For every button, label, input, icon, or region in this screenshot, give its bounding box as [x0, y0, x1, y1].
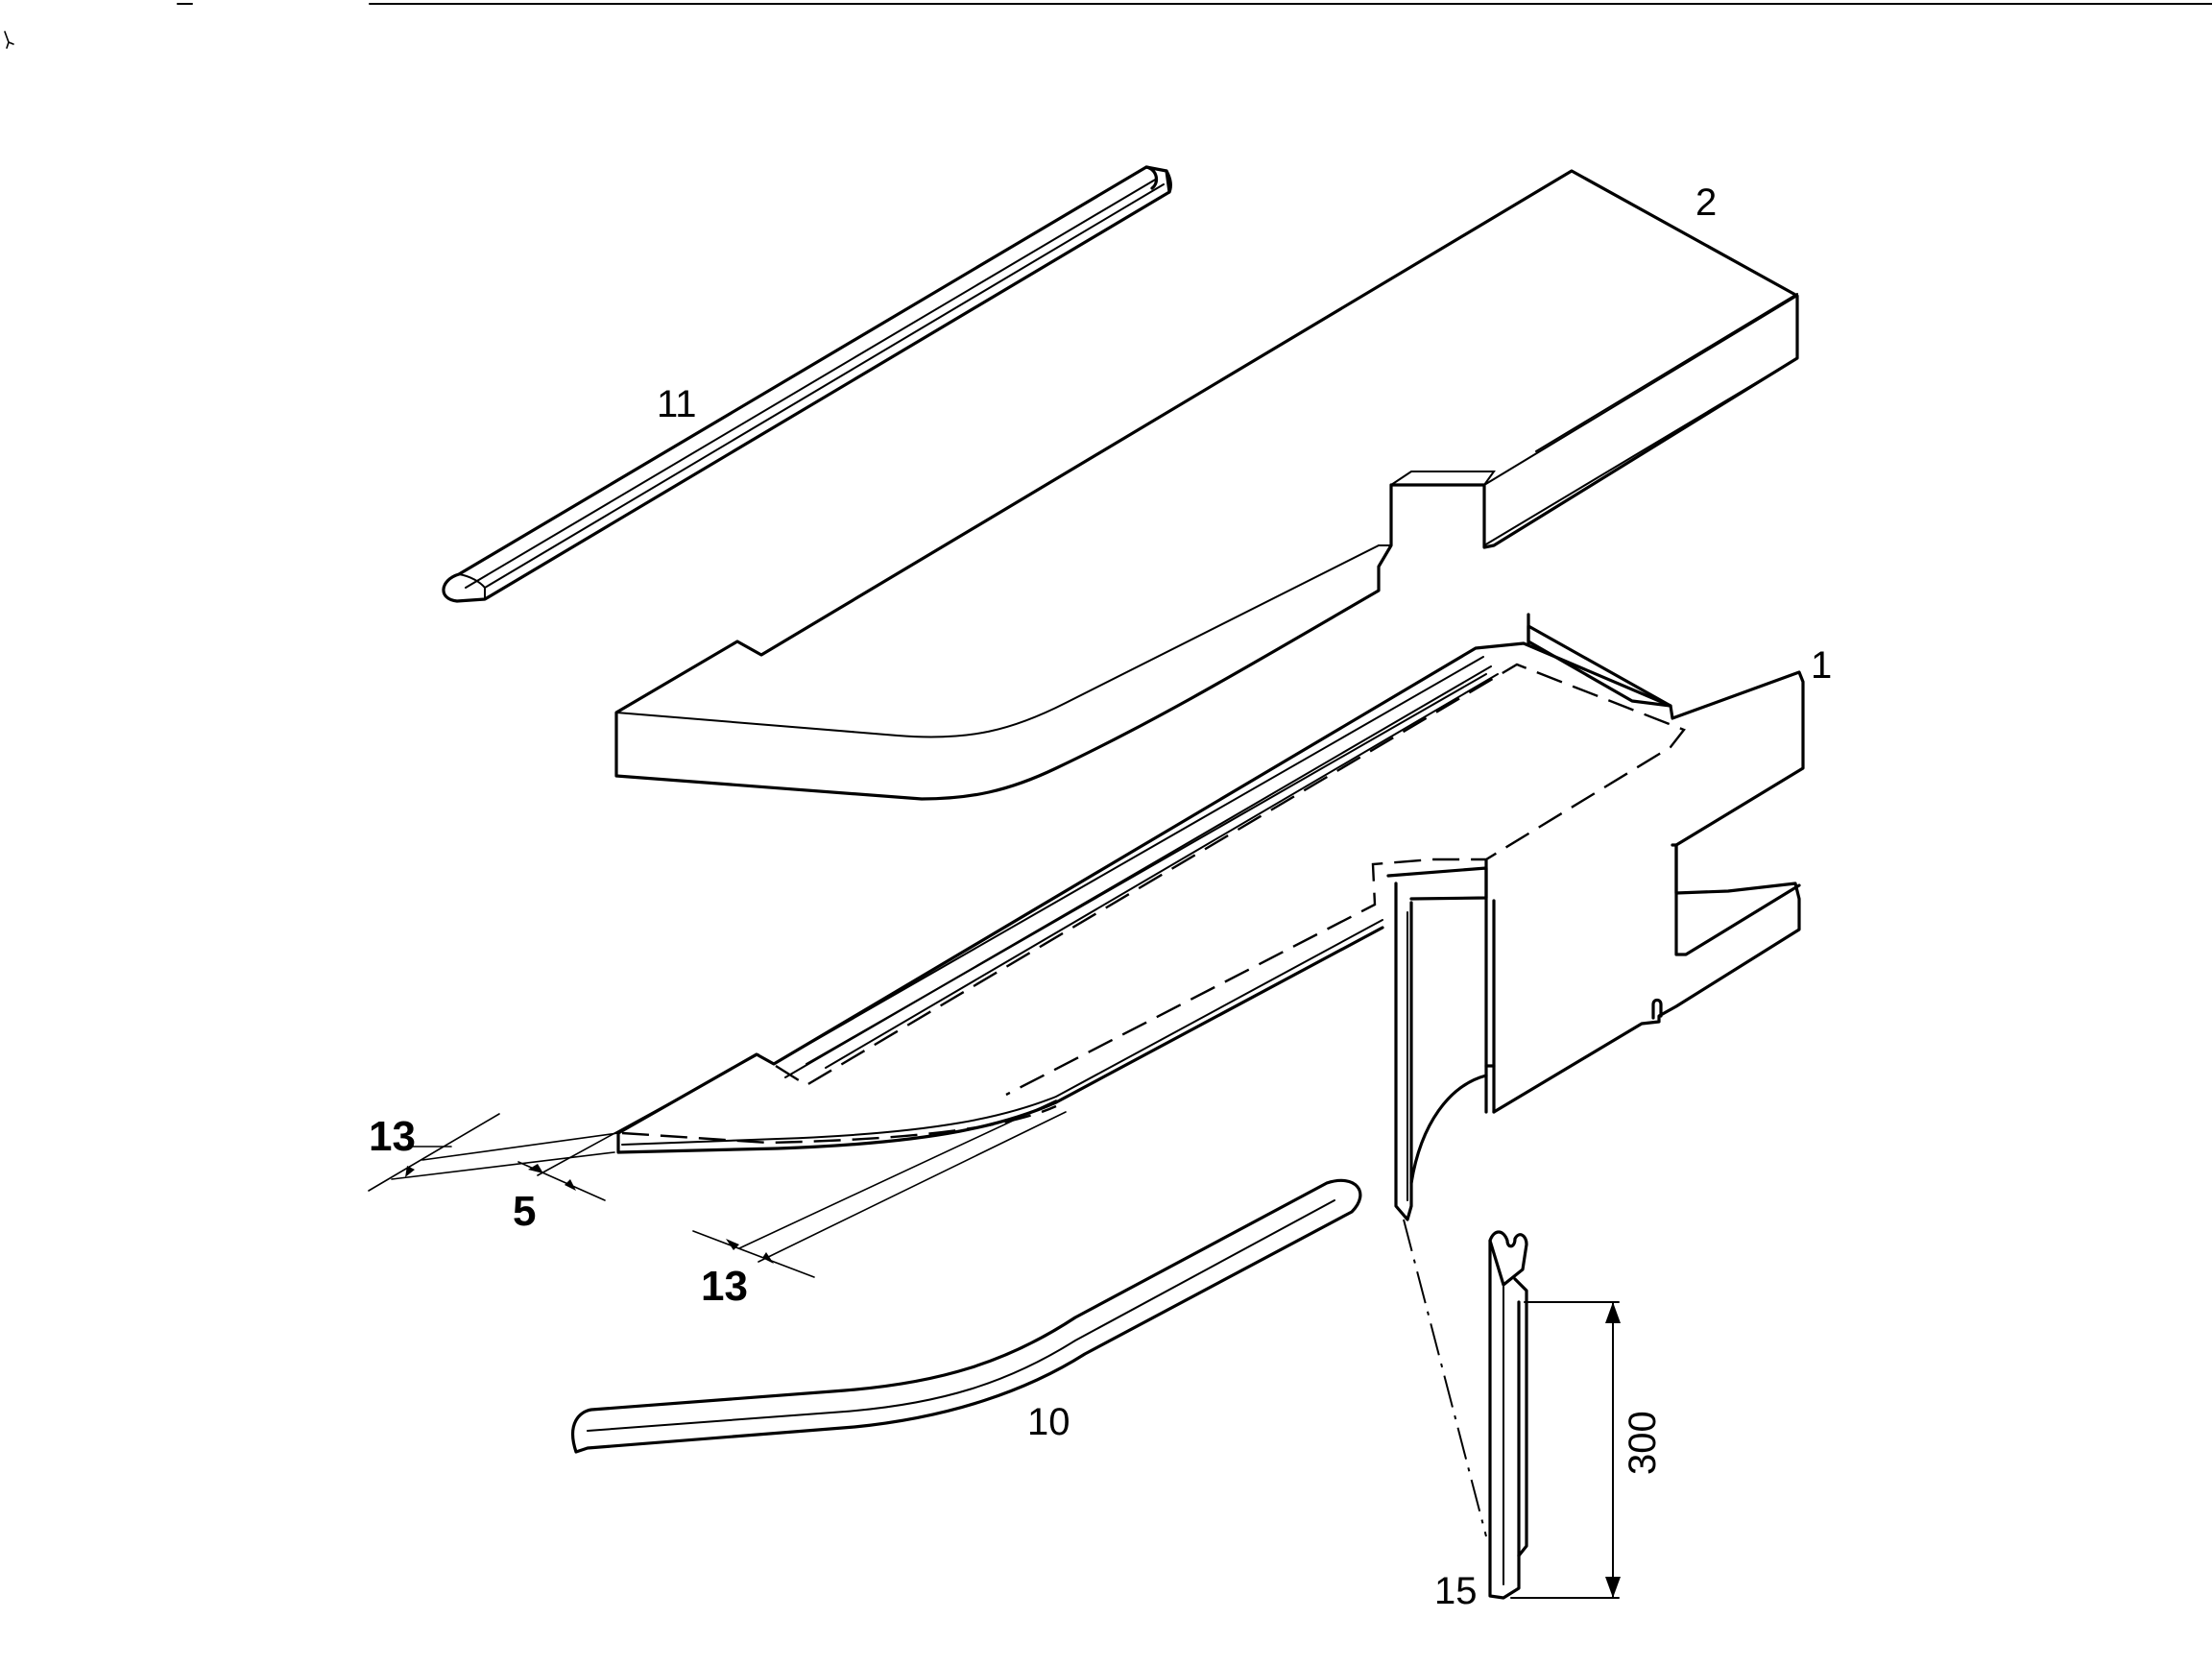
label-part-15: 15: [1434, 1570, 1478, 1612]
dimension-lines: [368, 1053, 1621, 1599]
scan-speck: [4, 31, 14, 49]
part-15-profile: [1488, 1230, 1528, 1600]
part-1-channel: [616, 613, 1805, 1221]
label-dim-300: 300: [1622, 1411, 1664, 1475]
label-part-10: 10: [1027, 1401, 1070, 1443]
label-dim-13-left: 13: [369, 1113, 416, 1160]
label-part-11: 11: [657, 383, 697, 425]
label-dim-5: 5: [513, 1188, 536, 1235]
part-10-bent-strip: [570, 1178, 1362, 1454]
label-part-2: 2: [1695, 181, 1717, 224]
label-part-1: 1: [1811, 644, 1832, 687]
label-dim-13-lower: 13: [701, 1263, 748, 1310]
part-2-block: [614, 169, 1799, 801]
part-11-folded-rail: [442, 165, 1172, 603]
